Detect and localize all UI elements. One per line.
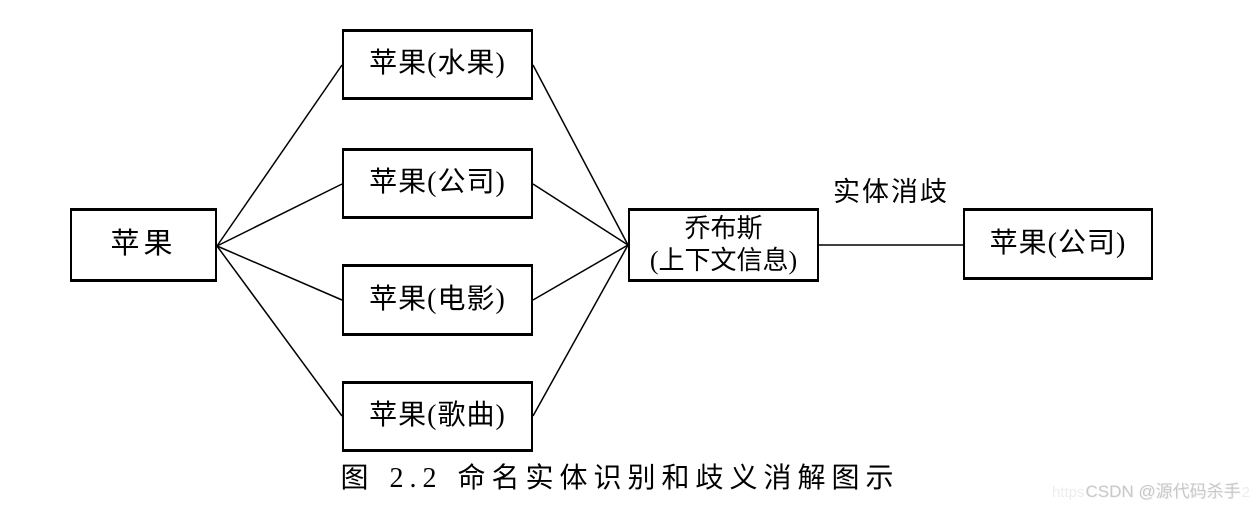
- csdn-watermark: https CSDN @源代码杀手 2: [1052, 477, 1250, 502]
- node-apple-song: 苹果(歌曲): [342, 381, 533, 452]
- node-apple-company-label: 苹果(公司): [369, 167, 506, 199]
- node-apple-movie: 苹果(电影): [342, 264, 533, 336]
- edge-root-company: [216, 183, 343, 247]
- figure-caption: 图 2.2 命名实体识别和歧义消解图示: [340, 463, 900, 494]
- edge-company-context: [532, 183, 629, 246]
- watermark-url-fragment-end: 2: [1241, 484, 1250, 501]
- node-apple-company-result-label: 苹果(公司): [989, 227, 1127, 259]
- node-apple-movie-label: 苹果(电影): [369, 283, 506, 315]
- edge-root-fruit: [216, 64, 343, 247]
- edge-root-movie: [216, 245, 343, 301]
- edge-movie-context: [532, 244, 629, 301]
- watermark-url-fragment: https: [1051, 484, 1085, 501]
- node-apple-root: 苹果: [70, 208, 217, 282]
- edge-fruit-context: [532, 64, 629, 246]
- edge-root-song: [216, 245, 343, 417]
- node-jobs-context-line1: 乔布斯: [684, 214, 763, 243]
- watermark-author: CSDN @源代码杀手: [1085, 482, 1241, 501]
- node-apple-root-label: 苹果: [110, 228, 177, 261]
- node-apple-song-label: 苹果(歌曲): [369, 400, 506, 432]
- node-apple-company-result: 苹果(公司): [963, 208, 1153, 280]
- node-apple-company: 苹果(公司): [342, 148, 533, 219]
- node-apple-fruit: 苹果(水果): [342, 29, 533, 100]
- edge-label-entity-disambiguation: 实体消歧: [833, 177, 949, 207]
- node-apple-fruit-label: 苹果(水果): [369, 48, 506, 80]
- edge-song-context: [532, 244, 629, 417]
- node-jobs-context: 乔布斯 (上下文信息): [628, 208, 819, 282]
- node-jobs-context-line2: (上下文信息): [649, 246, 798, 275]
